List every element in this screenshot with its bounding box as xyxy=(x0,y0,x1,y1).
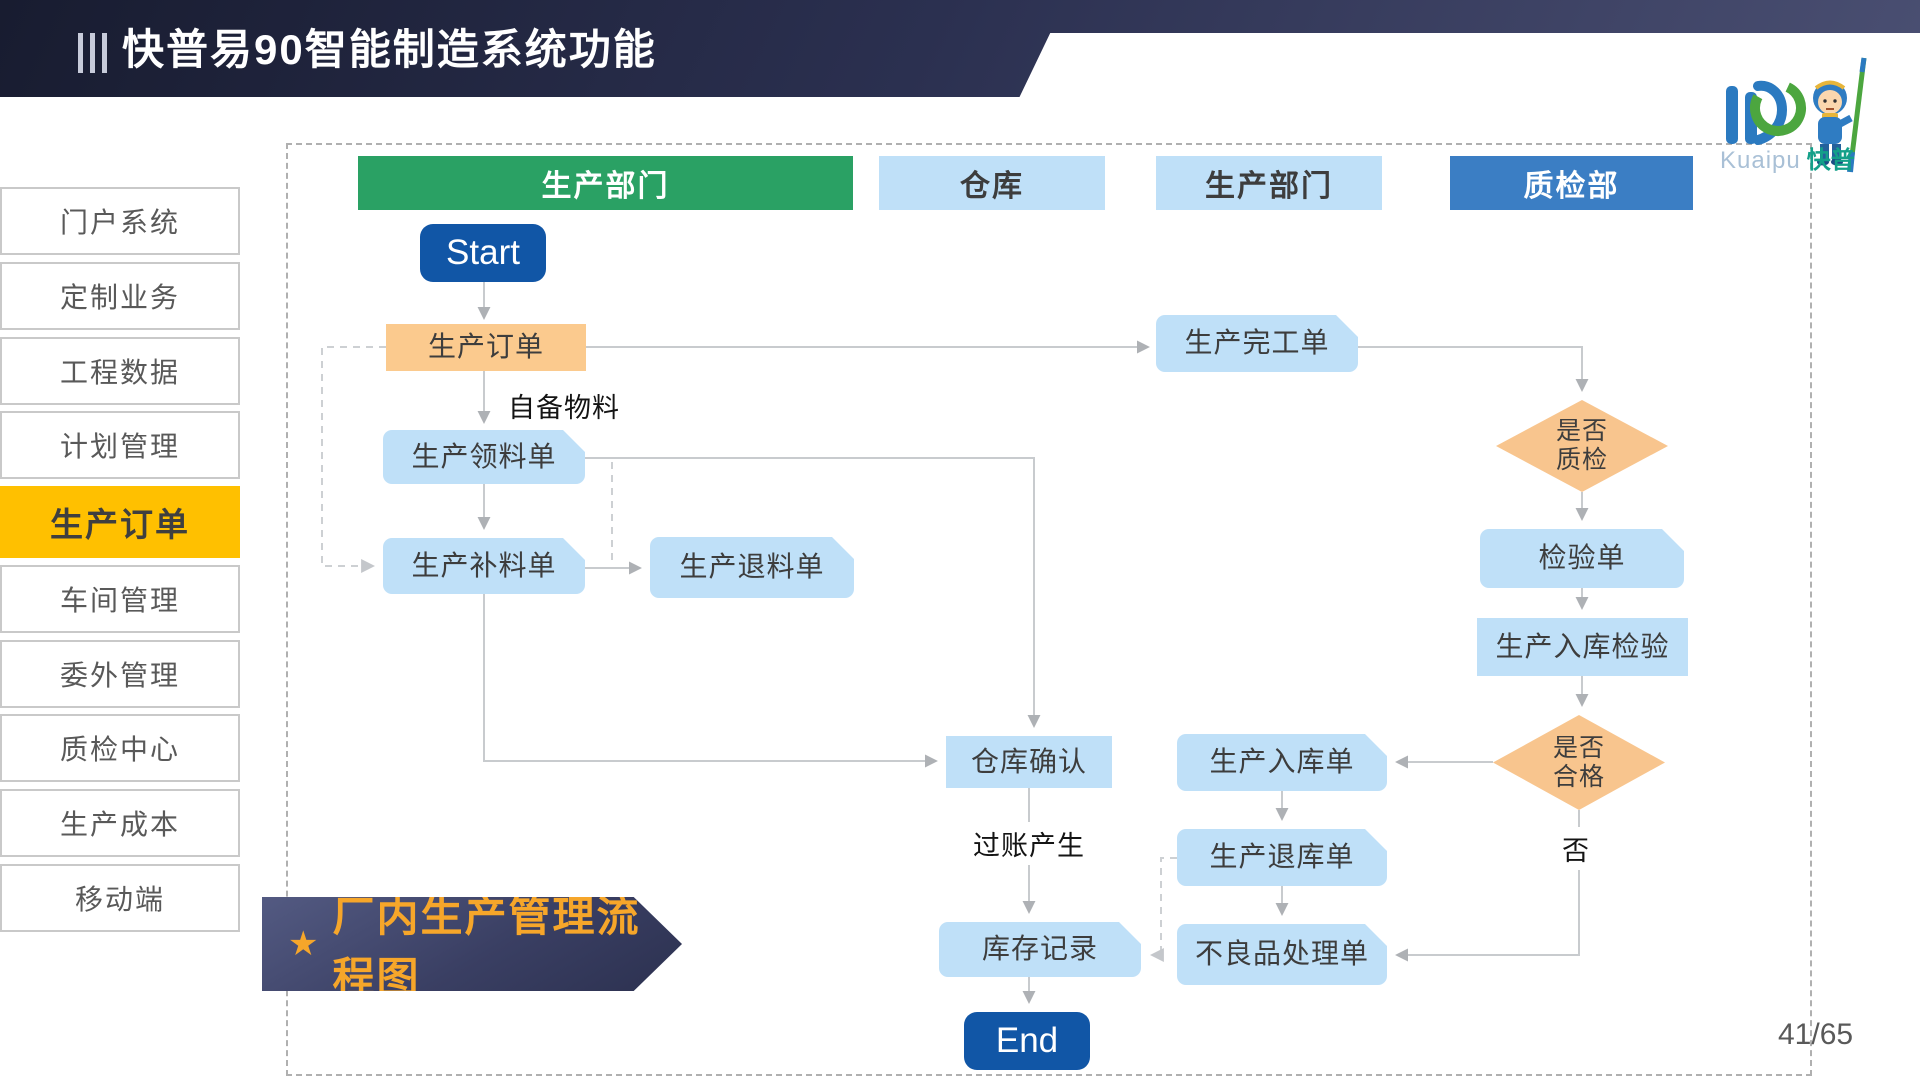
node-inbound-inspection: 生产入库检验 xyxy=(1477,618,1688,676)
node-material-requisition: 生产领料单 xyxy=(383,430,585,484)
flowchart-canvas-border xyxy=(286,143,1812,1076)
sidebar-item-custom-business[interactable]: 定制业务 xyxy=(0,261,240,330)
kp-mark xyxy=(1726,80,1806,145)
page-number: 41/65 xyxy=(1778,1018,1854,1051)
flow-label-posting: 过账产生 xyxy=(967,822,1091,865)
lane-header-warehouse: 仓库 xyxy=(879,156,1105,210)
node-defective-handling: 不良品处理单 xyxy=(1177,924,1387,985)
caption-banner: ★ 厂内生产管理流程图 xyxy=(262,897,682,991)
mascot xyxy=(1813,57,1867,173)
node-start: Start xyxy=(420,224,546,282)
node-inbound-order: 生产入库单 xyxy=(1177,734,1387,791)
lane-header-production-dept-2: 生产部门 xyxy=(1156,156,1382,210)
sidebar-menu: 门户系统定制业务工程数据计划管理生产订单车间管理委外管理质检中心生产成本移动端 xyxy=(0,187,240,932)
node-completion-order: 生产完工单 xyxy=(1156,315,1358,372)
star-icon: ★ xyxy=(288,925,319,963)
sidebar-item-production-order[interactable]: 生产订单 xyxy=(0,486,240,559)
title-bars-icon xyxy=(78,33,107,73)
sidebar-item-production-cost[interactable]: 生产成本 xyxy=(0,789,240,858)
flow-label-no: 否 xyxy=(1556,827,1596,870)
flow-label-self-material: 自备物料 xyxy=(502,384,626,427)
caption-banner-text: 厂内生产管理流程图 xyxy=(332,893,641,1001)
node-end: End xyxy=(964,1012,1090,1070)
node-material-supplement: 生产补料单 xyxy=(383,538,585,594)
lane-header-production-dept-1: 生产部门 xyxy=(358,156,853,210)
sidebar-item-plan-management[interactable]: 计划管理 xyxy=(0,411,240,480)
sidebar-item-engineering-data[interactable]: 工程数据 xyxy=(0,336,240,405)
sidebar-item-outsourcing[interactable]: 委外管理 xyxy=(0,639,240,708)
page-title: 快普易90智能制造系统功能 xyxy=(122,26,657,73)
node-inspection-order: 检验单 xyxy=(1480,529,1684,588)
sidebar-item-portal[interactable]: 门户系统 xyxy=(0,187,240,255)
sidebar-item-qc-center[interactable]: 质检中心 xyxy=(0,714,240,783)
lane-header-qc-dept: 质检部 xyxy=(1450,156,1693,210)
sidebar-item-workshop[interactable]: 车间管理 xyxy=(0,564,240,633)
slide-header: 快普易90智能制造系统功能 xyxy=(0,0,1920,97)
logo-latin: Kuaipu xyxy=(1720,147,1801,174)
node-warehouse-return: 生产退库单 xyxy=(1177,829,1387,886)
kuaipu-logo xyxy=(1726,57,1867,173)
node-material-return: 生产退料单 xyxy=(650,537,854,598)
node-warehouse-confirm: 仓库确认 xyxy=(946,736,1112,788)
node-inventory-record: 库存记录 xyxy=(939,922,1141,977)
node-production-order: 生产订单 xyxy=(386,324,586,371)
logo-cn: 快普 xyxy=(1806,147,1855,174)
sidebar-item-mobile[interactable]: 移动端 xyxy=(0,863,240,932)
